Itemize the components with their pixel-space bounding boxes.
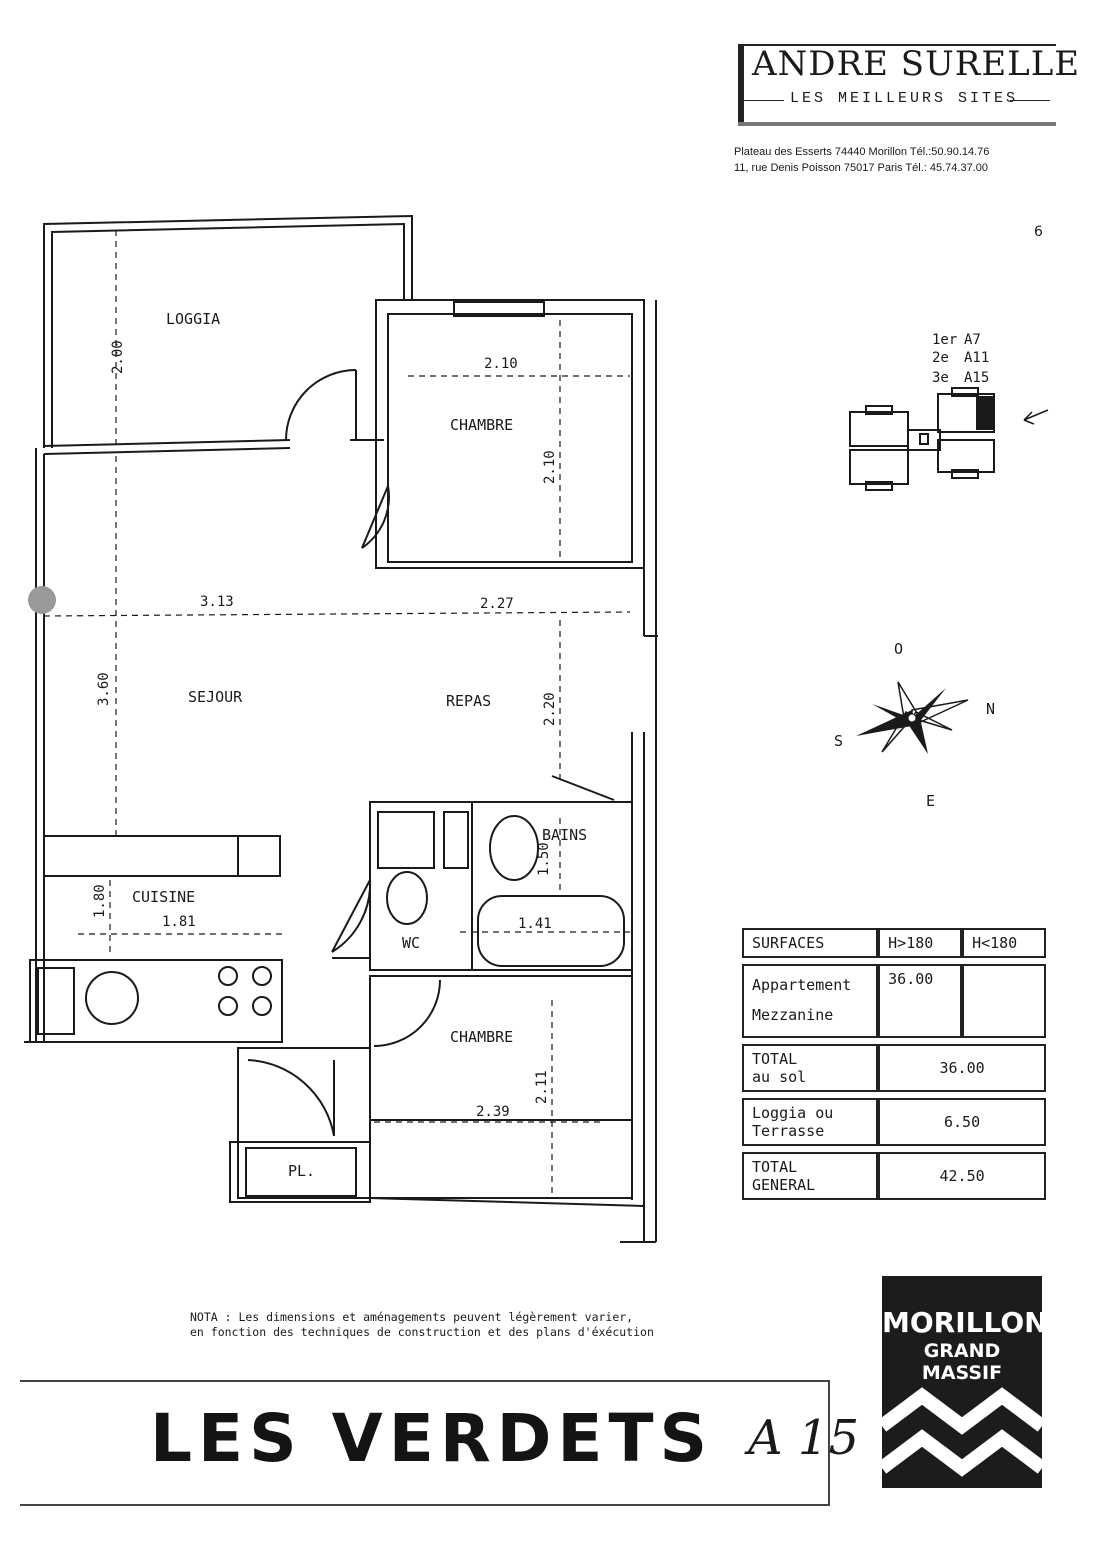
dim-chambre2-width: 2.39 xyxy=(476,1104,510,1120)
dim-loggia-depth: 2.00 xyxy=(110,340,126,374)
compass-o: O xyxy=(894,640,903,658)
stain-mark xyxy=(28,586,56,614)
room-label-placard: PL. xyxy=(288,1162,315,1180)
table-row: TOTAL GENERAL 42.50 xyxy=(742,1152,1046,1200)
surfaces-header-col2: H<180 xyxy=(962,928,1046,958)
compass-s: S xyxy=(834,732,843,750)
key-floor-1: 1er xyxy=(932,332,957,348)
dim-sejour-width: 3.13 xyxy=(200,594,234,610)
room-label-cuisine: CUISINE xyxy=(132,888,195,906)
dimension-lines xyxy=(43,230,631,1196)
dim-sejour-depth: 3.60 xyxy=(96,672,112,706)
dim-chambre1-depth: 2.10 xyxy=(542,450,558,484)
room-label-chambre-1: CHAMBRE xyxy=(450,416,513,434)
appartement-label: Appartement xyxy=(752,976,852,994)
page-number: 6 xyxy=(1034,224,1043,240)
dim-chambre2-depth: 2.11 xyxy=(534,1070,550,1104)
address-paris: 11, rue Denis Poisson 75017 Paris Tél.: … xyxy=(734,162,988,174)
lot-number: A 15 xyxy=(748,1410,859,1466)
table-row: TOTAL au sol 36.00 xyxy=(742,1044,1046,1092)
compass-n: N xyxy=(986,700,995,718)
surfaces-header-label: SURFACES xyxy=(742,928,879,958)
nota-line-1: NOTA : Les dimensions et aménagements pe… xyxy=(190,1310,634,1324)
mezzanine-label: Mezzanine xyxy=(752,1006,834,1024)
compass-e: E xyxy=(926,792,935,810)
nota-text: NOTA : Les dimensions et aménagements pe… xyxy=(190,1310,654,1340)
logo-line-2: GRAND MASSIF xyxy=(921,1340,1003,1384)
dim-bains-depth: 1.50 xyxy=(536,842,552,876)
logo-line-1: MORILLON xyxy=(882,1306,1048,1339)
dim-chambre1-width: 2.10 xyxy=(484,356,518,372)
brand-logo: ANDRE SURELLE LES MEILLEURS SITES xyxy=(738,44,1079,126)
dim-cuisine-depth: 1.80 xyxy=(92,884,108,918)
table-row: SURFACES H>180 H<180 xyxy=(742,928,1046,958)
morillon-logo: MORILLON GRAND MASSIF xyxy=(882,1276,1048,1488)
key-lot-2: A11 xyxy=(964,350,989,366)
total-general-label-2: GENERAL xyxy=(752,1176,816,1194)
appartement-value: 36.00 xyxy=(878,964,963,1038)
mountain-zigzag-icon xyxy=(882,1387,1042,1477)
total-sol-label-2: au sol xyxy=(752,1068,807,1086)
dim-bath-width: 1.41 xyxy=(518,916,552,932)
address-morillon: Plateau des Esserts 74440 Morillon Tél.:… xyxy=(734,146,990,158)
key-floor-2: 2e xyxy=(932,350,949,366)
residence-title: LES VERDETS xyxy=(150,1400,714,1477)
total-sol-label-1: TOTAL xyxy=(752,1050,798,1068)
loggia-value: 6.50 xyxy=(878,1098,1046,1146)
key-plan: 1er A7 2e A11 3e A15 xyxy=(849,332,1049,491)
dim-repas-depth: 2.20 xyxy=(542,692,558,726)
brand-tagline: LES MEILLEURS SITES xyxy=(790,90,1019,107)
total-sol-value: 36.00 xyxy=(878,1044,1046,1092)
room-label-chambre-2: CHAMBRE xyxy=(450,1028,513,1046)
key-lot-3: A15 xyxy=(964,370,989,386)
room-label-repas: REPAS xyxy=(446,692,491,710)
plan-walls xyxy=(24,214,658,1243)
dim-cuisine-width: 1.81 xyxy=(162,914,196,930)
total-general-value: 42.50 xyxy=(878,1152,1046,1200)
loggia-label-1: Loggia ou xyxy=(752,1104,834,1122)
dim-repas-width: 2.27 xyxy=(480,596,514,612)
room-label-bains: BAINS xyxy=(542,826,587,844)
room-label-wc: WC xyxy=(402,934,420,952)
surfaces-header-col1: H>180 xyxy=(878,928,963,958)
table-row: Appartement Mezzanine 36.00 xyxy=(742,964,1046,1038)
nota-line-2: en fonction des techniques de constructi… xyxy=(190,1325,654,1339)
title-frame xyxy=(20,1380,830,1506)
mezzanine-empty-cell xyxy=(962,964,1046,1038)
room-label-loggia: LOGGIA xyxy=(166,310,220,328)
total-general-label-1: TOTAL xyxy=(752,1158,798,1176)
key-lot-1: A7 xyxy=(964,332,981,348)
table-row: Loggia ou Terrasse 6.50 xyxy=(742,1098,1046,1146)
compass-rose-icon xyxy=(856,681,969,754)
key-floor-3: 3e xyxy=(932,370,949,386)
room-label-sejour: SEJOUR xyxy=(188,688,243,706)
brand-name: ANDRE SURELLE xyxy=(752,44,1081,84)
surfaces-table: SURFACES H>180 H<180 Appartement Mezzani… xyxy=(742,922,1046,1206)
loggia-label-2: Terrasse xyxy=(752,1122,825,1140)
